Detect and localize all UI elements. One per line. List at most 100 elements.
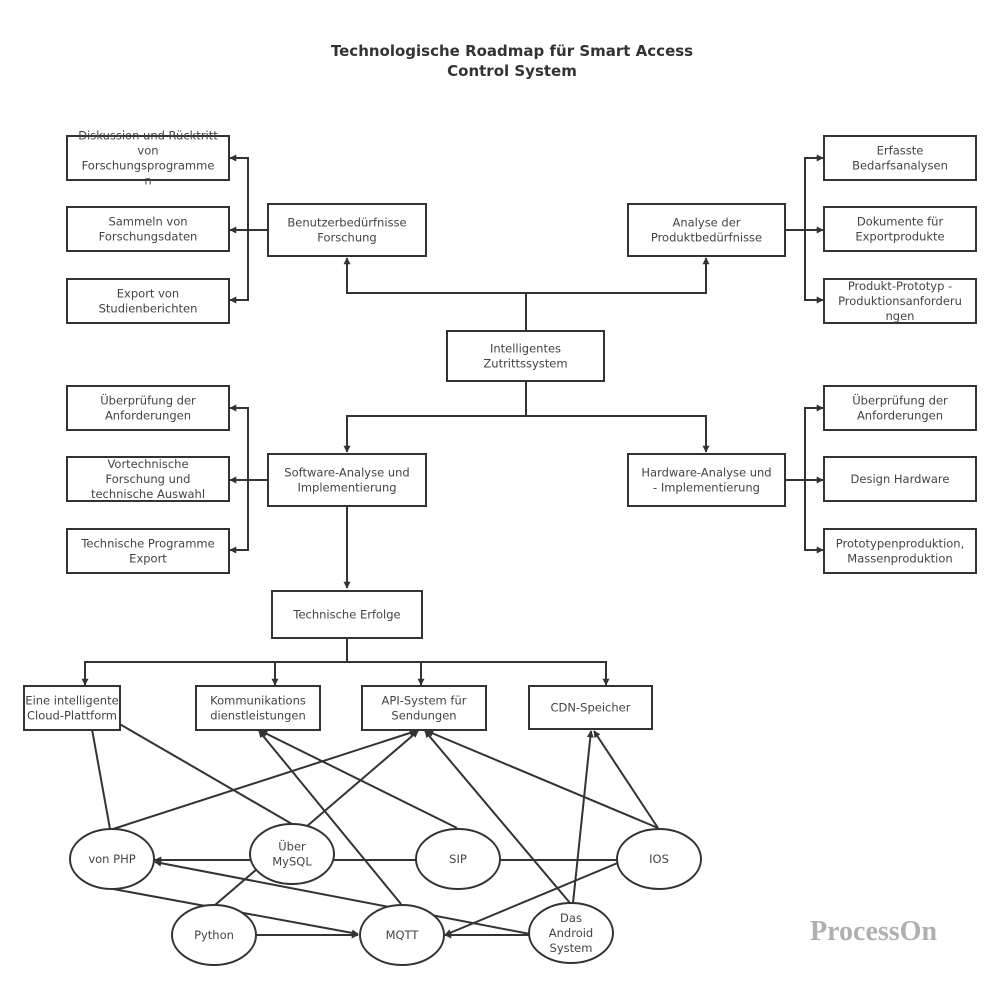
node-label-line: Android — [549, 926, 593, 940]
node-label-line: MQTT — [386, 928, 420, 942]
node-box[interactable] — [627, 203, 786, 257]
edge-python-to-api — [214, 730, 419, 906]
edge-product-analysis-to-prototype — [804, 230, 824, 304]
node-box[interactable] — [823, 456, 977, 502]
node-ellipse[interactable] — [359, 904, 445, 966]
edge-root-to-product-analysis — [526, 257, 710, 294]
node-box[interactable] — [66, 278, 230, 324]
node-label-line: Zutrittssystem — [483, 357, 567, 371]
node-label-line: Dokumente für — [857, 215, 944, 229]
node-box[interactable] — [66, 528, 230, 574]
node-ellipse[interactable] — [415, 828, 501, 890]
node-label-line: API-System für — [382, 694, 467, 708]
node-ellipse[interactable] — [528, 902, 614, 964]
tech-node-sip[interactable]: SIP — [415, 828, 501, 890]
node-label-line: Diskussion und Rücktritt — [78, 129, 218, 143]
node-box[interactable] — [66, 456, 230, 502]
node-ellipse[interactable] — [171, 904, 257, 966]
node-label-line: CDN-Speicher — [551, 701, 631, 715]
node-box[interactable] — [267, 453, 427, 507]
edge-software-to-export — [229, 480, 249, 554]
node-label-line: von — [137, 144, 158, 158]
node-hw-3[interactable]: Prototypenproduktion,Massenproduktion — [823, 528, 977, 574]
node-label-line: Massenproduktion — [847, 552, 952, 566]
node-hardware[interactable]: Hardware-Analyse und- Implementierung — [627, 453, 786, 507]
node-box[interactable] — [271, 590, 423, 639]
node-label-line: Forschung und — [106, 472, 191, 486]
node-label-line: Intelligentes — [490, 342, 561, 356]
node-box[interactable] — [66, 206, 230, 252]
tech-node-python[interactable]: Python — [171, 904, 257, 966]
node-label-line: Über — [278, 838, 306, 854]
node-label-line: IOS — [649, 852, 669, 866]
node-box[interactable] — [446, 330, 605, 382]
node-ur-1[interactable]: Diskussion und RücktrittvonForschungspro… — [66, 129, 230, 188]
node-box[interactable] — [66, 385, 230, 431]
node-hw-2[interactable]: Design Hardware — [823, 456, 977, 502]
edge-user-research-to-discussion — [229, 154, 268, 231]
node-box[interactable] — [823, 528, 977, 574]
edge-mysql-to-cloud — [91, 707, 293, 825]
edge-sip-to-comm — [260, 730, 458, 829]
node-label-line: n — [144, 174, 151, 188]
node-label-line: Forschungsdaten — [99, 230, 198, 244]
edge-product-analysis-to-requirements — [785, 154, 824, 231]
node-box[interactable] — [823, 385, 977, 431]
node-results[interactable]: Technische Erfolge — [271, 590, 423, 639]
node-pa-3[interactable]: Produkt-Prototyp -Produktionsanforderung… — [823, 278, 977, 324]
edge-results-to-cloud — [81, 638, 348, 686]
node-label-line: MySQL — [272, 855, 312, 869]
tech-node-mqtt[interactable]: MQTT — [359, 904, 445, 966]
node-cdn[interactable]: CDN-Speicher — [528, 685, 653, 730]
edge-root-to-software — [343, 381, 527, 453]
node-box[interactable] — [823, 278, 977, 324]
node-ellipse[interactable] — [69, 828, 155, 890]
node-ellipse[interactable] — [616, 828, 702, 890]
node-label-line: von PHP — [88, 852, 135, 866]
node-box[interactable] — [528, 685, 653, 730]
node-box[interactable] — [66, 135, 230, 181]
node-box[interactable] — [23, 685, 121, 731]
edge-hardware-to-review — [785, 404, 824, 481]
edge-root-to-hardware — [526, 415, 710, 453]
tech-node-ios[interactable]: IOS — [616, 828, 702, 890]
edge-hardware-to-production — [804, 480, 824, 554]
edge-ios-to-api — [426, 730, 659, 829]
node-label-line: Studienberichten — [99, 302, 198, 316]
edge-php-to-api — [112, 729, 417, 830]
node-label-line: SIP — [449, 852, 467, 866]
node-box[interactable] — [627, 453, 786, 507]
node-label-line: Produktionsanforderu — [838, 294, 962, 308]
tech-node-php[interactable]: von PHP — [69, 828, 155, 890]
node-box[interactable] — [195, 685, 321, 731]
edge-android-to-api — [424, 730, 571, 904]
node-box[interactable] — [823, 135, 977, 181]
node-label-line: Eine intelligente — [25, 694, 118, 708]
node-box[interactable] — [823, 206, 977, 252]
node-ellipse[interactable] — [249, 823, 335, 885]
node-label-line: System — [550, 941, 593, 955]
node-box[interactable] — [361, 685, 487, 731]
node-label-line: Forschung — [317, 231, 376, 245]
diagram-title-line-2: Control System — [447, 62, 577, 80]
node-label-line: dienstleistungen — [210, 709, 306, 723]
edge-android-to-php — [154, 859, 531, 935]
node-box[interactable] — [267, 203, 427, 257]
